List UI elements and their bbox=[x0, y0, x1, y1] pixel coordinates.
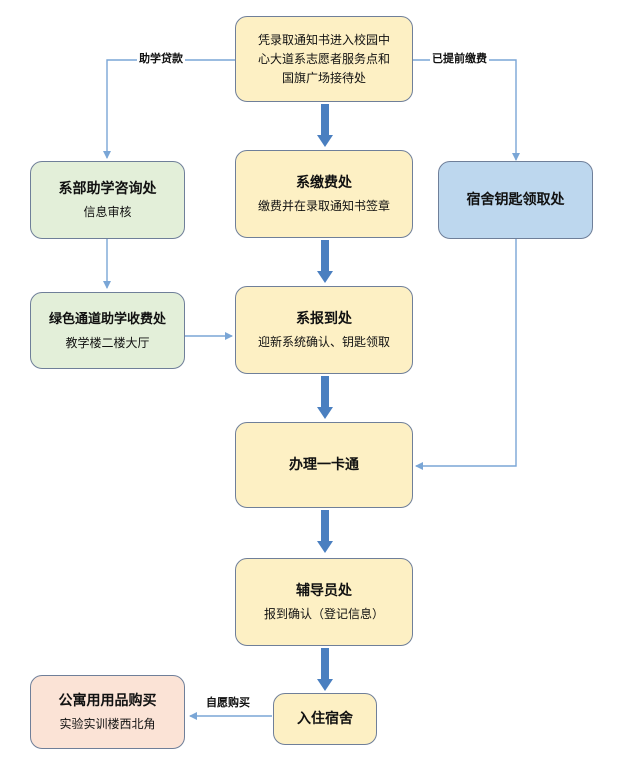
node-supplies-sub: 实验实训楼西北角 bbox=[59, 717, 156, 731]
arrow-entry-to-fee bbox=[317, 104, 333, 147]
node-entry-line-2: 心大道系志愿者服务点和 bbox=[257, 51, 390, 66]
arrow-card-to-counselor bbox=[317, 510, 333, 553]
node-counselor: 辅导员处 报到确认（登记信息） bbox=[235, 558, 413, 646]
node-counselor-title: 辅导员处 bbox=[296, 583, 352, 599]
node-report-title: 系报到处 bbox=[296, 311, 352, 327]
node-campus-card-title: 办理一卡通 bbox=[289, 457, 359, 473]
node-supplies-title: 公寓用用品购买 bbox=[58, 693, 157, 709]
node-fee: 系缴费处 缴费并在录取通知书签章 bbox=[235, 150, 413, 238]
edge-label-self-buy: 自愿购买 bbox=[204, 694, 252, 710]
edge-key-to-card-connector bbox=[415, 239, 517, 470]
node-report-sub: 迎新系统确认、钥匙领取 bbox=[257, 335, 390, 349]
node-green-channel-sub: 教学楼二楼大厅 bbox=[65, 335, 150, 350]
node-dept-aid-title: 系部助学咨询处 bbox=[58, 181, 157, 197]
arrow-counselor-to-dorm bbox=[317, 648, 333, 691]
arrow-report-to-card bbox=[317, 376, 333, 419]
node-fee-title: 系缴费处 bbox=[296, 175, 352, 191]
node-dept-aid-sub: 信息审核 bbox=[83, 205, 132, 219]
node-fee-sub: 缴费并在录取通知书签章 bbox=[257, 199, 390, 213]
node-key-pickup-title: 宿舍钥匙领取处 bbox=[466, 192, 565, 208]
node-campus-card: 办理一卡通 bbox=[235, 422, 413, 508]
node-dorm: 入住宿舍 bbox=[273, 693, 377, 745]
node-dept-aid: 系部助学咨询处 信息审核 bbox=[30, 161, 185, 239]
edge-loan-connector bbox=[103, 59, 236, 159]
node-entry-reception: 凭录取通知书进入校园中 心大道系志愿者服务点和 国旗广场接待处 bbox=[235, 16, 413, 102]
node-green-channel: 绿色通道助学收费处 教学楼二楼大厅 bbox=[30, 292, 185, 369]
node-entry-line-3: 国旗广场接待处 bbox=[281, 70, 366, 85]
edge-label-loan: 助学贷款 bbox=[137, 50, 185, 66]
node-counselor-sub: 报到确认（登记信息） bbox=[263, 607, 384, 621]
node-entry-line-1: 凭录取通知书进入校园中 bbox=[257, 32, 390, 47]
node-dorm-title: 入住宿舍 bbox=[297, 711, 353, 727]
node-green-channel-title: 绿色通道助学收费处 bbox=[48, 311, 166, 327]
node-report: 系报到处 迎新系统确认、钥匙领取 bbox=[235, 286, 413, 374]
edge-label-prepaid: 已提前缴费 bbox=[430, 50, 489, 66]
arrow-fee-to-report bbox=[317, 240, 333, 283]
node-key-pickup: 宿舍钥匙领取处 bbox=[438, 161, 593, 239]
node-supplies: 公寓用用品购买 实验实训楼西北角 bbox=[30, 675, 185, 749]
edge-prepaid-connector bbox=[412, 59, 520, 161]
